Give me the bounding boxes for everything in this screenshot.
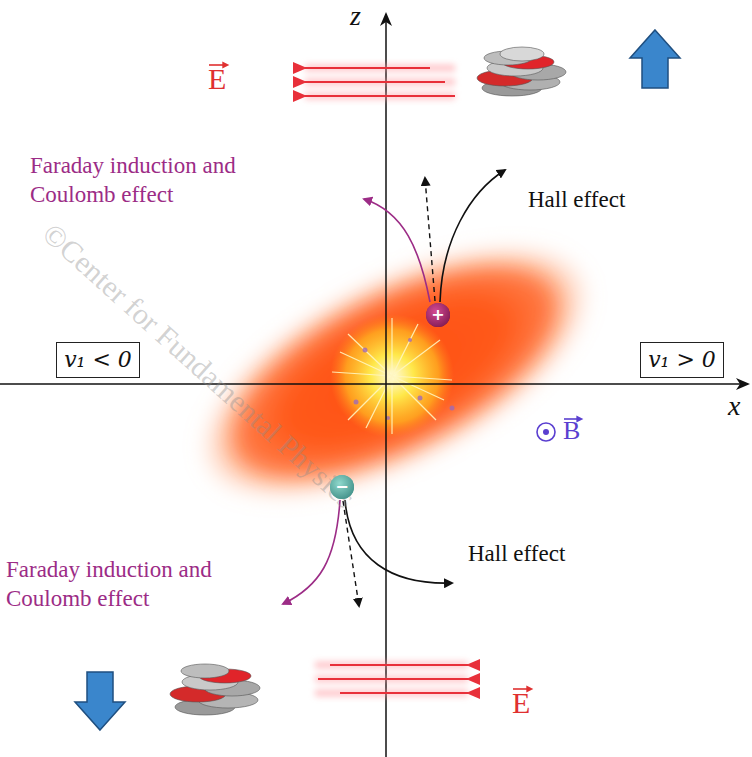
charge-particle: + — [426, 303, 450, 327]
effect-label: Hall effect — [468, 540, 565, 569]
field-label: B — [563, 418, 580, 444]
charge-sign: + — [431, 307, 444, 323]
effect-label: Faraday induction and Coulomb effect — [6, 556, 256, 614]
charge-sign: − — [335, 479, 348, 495]
axis-label: x — [728, 392, 740, 420]
field-label: E — [208, 64, 226, 94]
axis-label: z — [350, 2, 361, 30]
effect-label: Hall effect — [528, 186, 625, 215]
charge-particle: − — [330, 475, 354, 499]
flow-box: v₁ > 0 — [640, 342, 724, 378]
field-label: E — [512, 688, 530, 718]
flow-value: v₁ > 0 — [648, 349, 716, 371]
flow-value: v₁ < 0 — [64, 349, 132, 371]
flow-box: v₁ < 0 — [56, 342, 140, 378]
effect-label: Faraday induction and Coulomb effect — [30, 152, 280, 210]
